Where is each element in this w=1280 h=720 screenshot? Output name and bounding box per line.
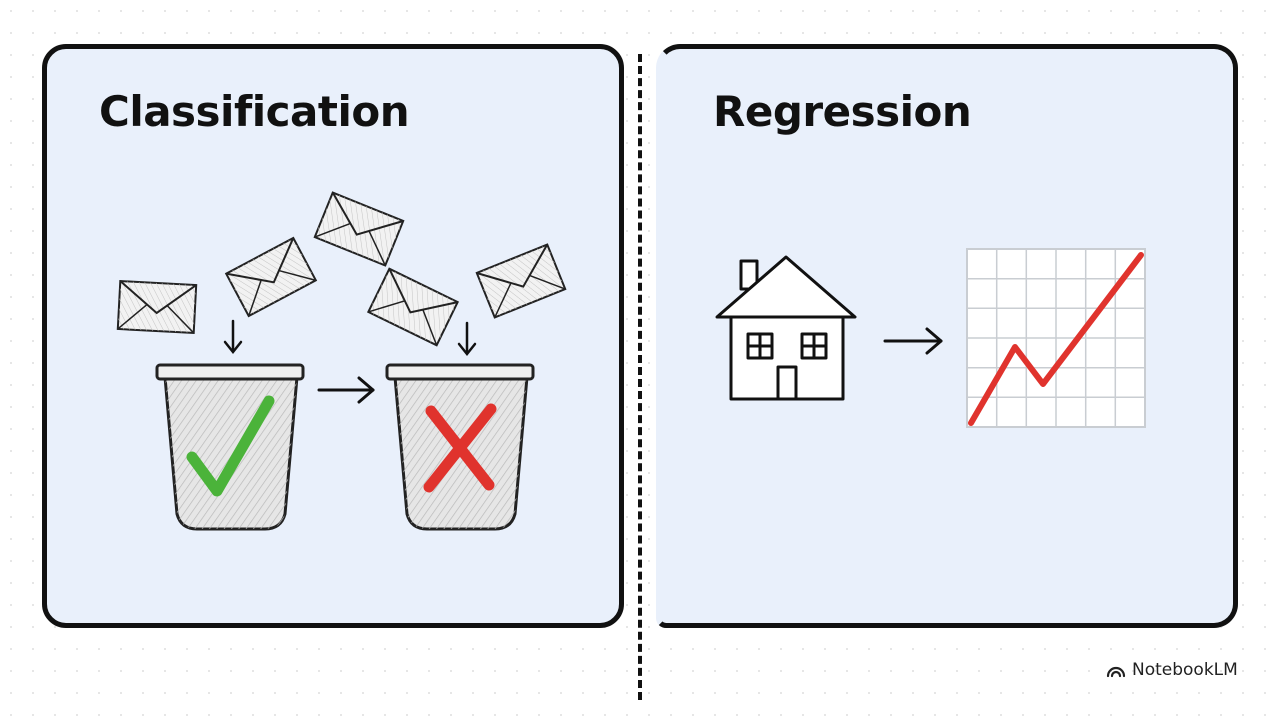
envelope-icon xyxy=(313,191,405,267)
envelope-icon xyxy=(116,279,198,335)
classification-illustration xyxy=(116,191,567,531)
right-arrow-icon xyxy=(883,327,943,355)
down-arrow-icon xyxy=(223,319,243,355)
envelope-icon xyxy=(224,236,318,318)
notebooklm-logo-icon xyxy=(1106,666,1126,678)
right-arrow-icon xyxy=(317,376,375,404)
checkmark-icon xyxy=(186,395,275,497)
notebooklm-branding: NotebookLM xyxy=(1106,660,1238,680)
house-icon xyxy=(715,255,857,401)
envelope-icon xyxy=(366,267,460,347)
classification-title: Classification xyxy=(99,87,410,136)
cross-icon xyxy=(423,403,497,493)
brand-name: NotebookLM xyxy=(1132,660,1238,680)
panel-divider xyxy=(638,54,642,700)
regression-illustration xyxy=(715,248,1146,428)
trash-bin-icon xyxy=(155,363,305,531)
regression-panel: Regression xyxy=(656,44,1238,628)
line-chart-icon xyxy=(966,248,1146,428)
trend-line xyxy=(968,252,1144,426)
envelope-icon xyxy=(475,243,567,319)
regression-title: Regression xyxy=(713,87,972,136)
classification-panel: Classification xyxy=(42,44,624,628)
down-arrow-icon xyxy=(457,321,477,357)
